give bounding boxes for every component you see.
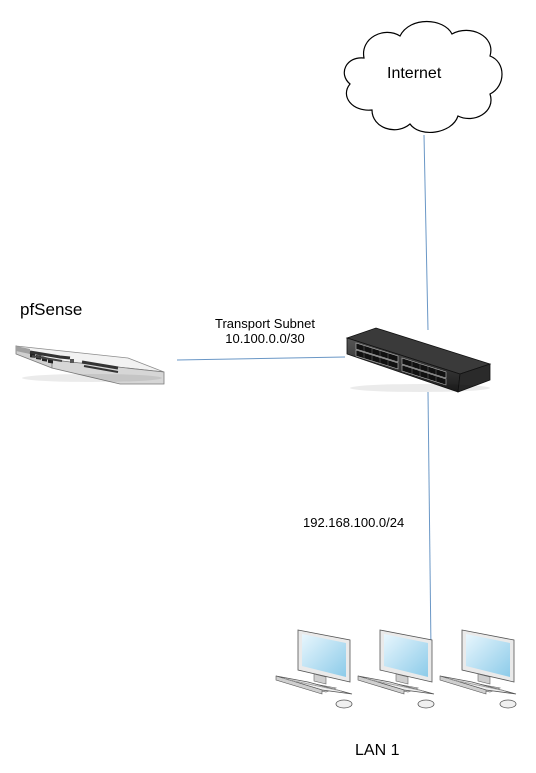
keyboard-icon	[357, 675, 435, 695]
workstation-icon	[439, 629, 517, 709]
switch-to-lan-link	[427, 391, 432, 651]
lan-subnet-label: 192.168.100.0/24	[303, 515, 405, 530]
network-switch-icon	[345, 327, 492, 393]
internet-to-switch-link	[423, 134, 429, 331]
keyboard-icon	[275, 675, 353, 695]
workstation-icon	[275, 629, 353, 709]
monitor-icon	[379, 629, 433, 693]
workstation-icon	[357, 629, 435, 709]
transport-subnet-label: Transport Subnet 10.100.0.0/30	[200, 316, 330, 346]
cloud-icon	[343, 21, 503, 133]
monitor-icon	[461, 629, 515, 693]
internet-label: Internet	[387, 65, 442, 82]
mouse-icon	[417, 699, 435, 709]
mouse-icon	[335, 699, 353, 709]
lan-label: LAN 1	[355, 742, 400, 759]
firewall-appliance-icon	[15, 345, 165, 385]
mouse-icon	[499, 699, 517, 709]
pfsense-label: pfSense	[20, 300, 83, 319]
keyboard-icon	[439, 675, 517, 695]
transport-subnet-cidr: 10.100.0.0/30	[225, 331, 305, 346]
pfsense-to-switch-link	[176, 356, 346, 361]
transport-subnet-title: Transport Subnet	[215, 316, 315, 331]
